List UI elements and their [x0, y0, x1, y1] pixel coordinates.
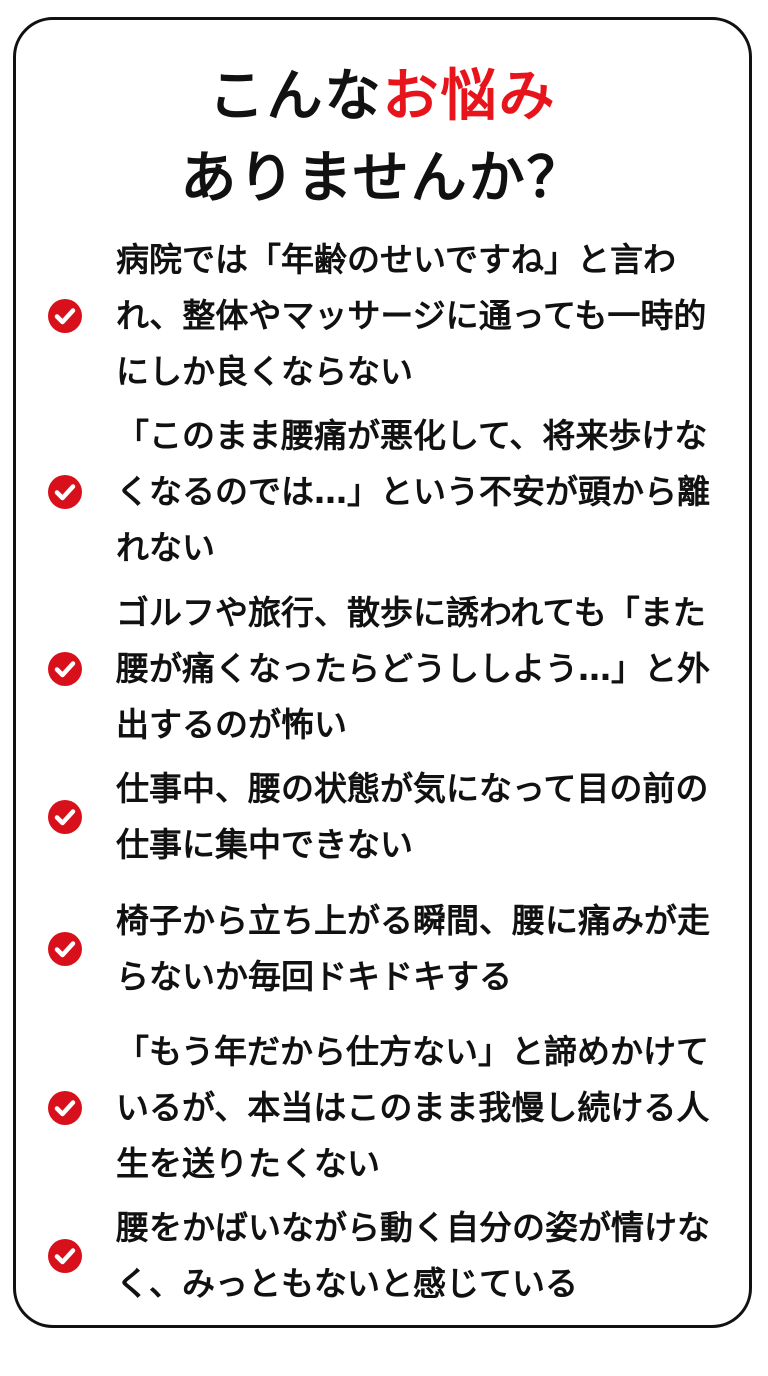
check-circle-icon — [48, 932, 82, 966]
item-text: ゴルフや旅行、散歩に誘われても「また腰が痛くなったらどうししよう…」と外出するの… — [116, 593, 710, 744]
check-circle-icon — [48, 475, 82, 509]
list-item: 仕事中、腰の状態が気になって目の前の仕事に集中できない — [16, 761, 749, 873]
item-text: 「もう年だから仕方ない」と諦めかけているが、本当はこのまま我慢し続ける人生を送り… — [116, 1032, 710, 1183]
list-item: 椅子から立ち上がる瞬間、腰に痛みが走らないか毎回ドキドキする — [16, 893, 749, 1005]
list-item: 「このまま腰痛が悪化して、将来歩けなくなるのでは…」という不安が頭から離れない — [16, 408, 749, 576]
check-circle-icon — [48, 652, 82, 686]
list-item: ゴルフや旅行、散歩に誘われても「また腰が痛くなったらどうししよう…」と外出するの… — [16, 585, 749, 753]
list-item: 病院では「年齢のせいですね」と言われ、整体やマッサージに通っても一時的にしか良く… — [16, 232, 749, 400]
check-circle-icon — [48, 1239, 82, 1273]
item-text: 病院では「年齢のせいですね」と言われ、整体やマッサージに通っても一時的にしか良く… — [116, 240, 707, 391]
heading-prefix: こんな — [208, 63, 383, 129]
check-circle-icon — [48, 1091, 82, 1125]
item-text: 腰をかばいながら動く自分の姿が情けなく、みっともないと感じている — [116, 1208, 710, 1303]
item-text: 仕事中、腰の状態が気になって目の前の仕事に集中できない — [116, 769, 709, 864]
heading-line-2: ありませんか？ — [180, 145, 585, 211]
list-item: 腰をかばいながら動く自分の姿が情けなく、みっともないと感じている — [16, 1200, 749, 1312]
heading-accent: お悩み — [382, 63, 557, 129]
check-circle-icon — [48, 800, 82, 834]
list-item: 「もう年だから仕方ない」と諦めかけているが、本当はこのまま我慢し続ける人生を送り… — [16, 1024, 749, 1192]
item-text: 「このまま腰痛が悪化して、将来歩けなくなるのでは…」という不安が頭から離れない — [116, 416, 710, 567]
worries-card: こんなお悩み ありませんか？ 病院では「年齢のせいですね」と言われ、整体やマッサ… — [13, 17, 752, 1328]
check-circle-icon — [48, 299, 82, 333]
heading-line-1: こんなお悩み — [16, 60, 749, 132]
item-text: 椅子から立ち上がる瞬間、腰に痛みが走らないか毎回ドキドキする — [116, 901, 710, 996]
